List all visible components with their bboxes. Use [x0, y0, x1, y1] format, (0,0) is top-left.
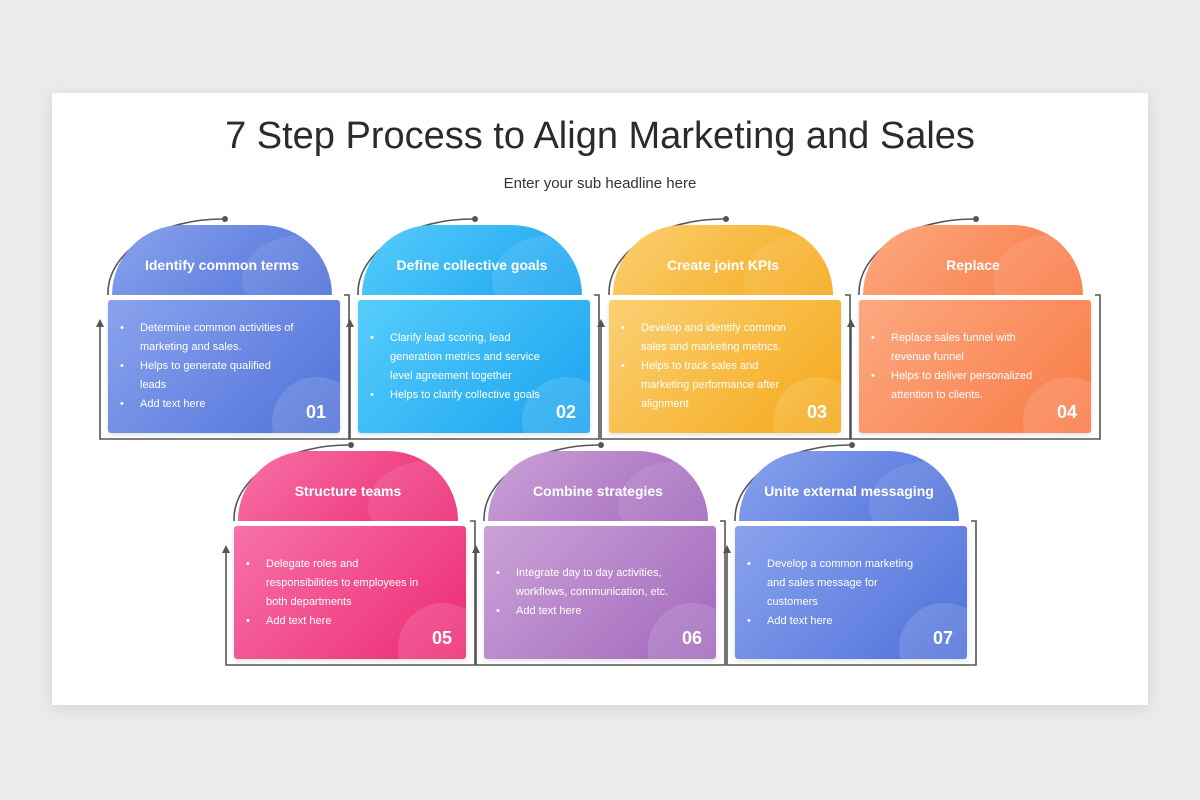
- page-title: 7 Step Process to Align Marketing and Sa…: [225, 115, 975, 157]
- step-bullet: Helps to generate qualified leads: [120, 357, 294, 395]
- step-title: Unite external messaging: [764, 482, 934, 499]
- step-bullet: Replace sales funnel with revenue funnel: [871, 329, 1045, 367]
- process-step-7: Unite external messagingDevelop a common…: [723, 439, 981, 689]
- step-dome: [362, 225, 582, 295]
- step-bullet: Delegate roles and responsibilities to e…: [246, 555, 420, 612]
- step-number: 01: [305, 402, 326, 422]
- step-bullet-list: Determine common activities of marketing…: [108, 300, 340, 433]
- process-step-1: Identify common termsDetermine common ac…: [96, 213, 354, 463]
- step-dome: [238, 451, 458, 521]
- step-bullet: Add text here: [246, 612, 420, 631]
- process-step-4: ReplaceReplace sales funnel with revenue…: [847, 213, 1105, 463]
- process-step-3: Create joint KPIsDevelop and identify co…: [597, 213, 855, 463]
- step-bullet: Add text here: [496, 602, 670, 621]
- step-bullet: Develop and identify common sales and ma…: [621, 319, 795, 357]
- step-card: Develop a common marketing and sales mes…: [735, 526, 967, 659]
- step-card: Clarify lead scoring, lead generation me…: [358, 300, 590, 433]
- step-number: 03: [806, 402, 827, 422]
- step-bullet: Helps to deliver personalized attention …: [871, 367, 1045, 405]
- step-dome: [488, 451, 708, 521]
- step-title: Replace: [946, 256, 1000, 273]
- step-card: Delegate roles and responsibilities to e…: [234, 526, 466, 659]
- step-bullet: Helps to clarify collective goals: [370, 386, 544, 405]
- step-bullet: Determine common activities of marketing…: [120, 319, 294, 357]
- step-bullet-list: Develop and identify common sales and ma…: [609, 300, 841, 433]
- page-subtitle: Enter your sub headline here: [503, 175, 697, 192]
- step-bullet: Develop a common marketing and sales mes…: [747, 555, 921, 612]
- step-title: Combine strategies: [533, 482, 663, 499]
- step-bullet-list: Integrate day to day activities, workflo…: [484, 526, 716, 659]
- step-card: Develop and identify common sales and ma…: [609, 300, 841, 433]
- step-bullet: Add text here: [120, 395, 294, 414]
- step-dome: [613, 225, 833, 295]
- process-step-5: Structure teamsDelegate roles and respon…: [222, 439, 480, 689]
- step-dome: [863, 225, 1083, 295]
- step-title: Create joint KPIs: [666, 256, 780, 273]
- process-step-6: Combine strategiesIntegrate day to day a…: [472, 439, 730, 689]
- step-title: Identify common terms: [144, 256, 300, 273]
- step-bullet-list: Replace sales funnel with revenue funnel…: [859, 300, 1091, 433]
- step-title: Define collective goals: [396, 256, 548, 273]
- step-bullet-list: Delegate roles and responsibilities to e…: [234, 526, 466, 659]
- step-dome: [112, 225, 332, 295]
- step-number: 07: [932, 628, 953, 648]
- step-bullet-list: Clarify lead scoring, lead generation me…: [358, 300, 590, 433]
- step-number: 04: [1056, 402, 1077, 422]
- step-card: Determine common activities of marketing…: [108, 300, 340, 433]
- process-step-2: Define collective goalsClarify lead scor…: [346, 213, 604, 463]
- step-number: 05: [431, 628, 452, 648]
- slide: 7 Step Process to Align Marketing and Sa…: [52, 93, 1148, 705]
- step-number: 02: [555, 402, 576, 422]
- step-bullet: Add text here: [747, 612, 921, 631]
- step-card: Replace sales funnel with revenue funnel…: [859, 300, 1091, 433]
- step-bullet-list: Develop a common marketing and sales mes…: [735, 526, 967, 659]
- step-title: Structure teams: [294, 482, 402, 499]
- step-card: Integrate day to day activities, workflo…: [484, 526, 716, 659]
- step-dome: [739, 451, 959, 521]
- step-bullet: Helps to track sales and marketing perfo…: [621, 357, 795, 414]
- step-bullet: Clarify lead scoring, lead generation me…: [370, 329, 544, 386]
- step-number: 06: [681, 628, 702, 648]
- step-bullet: Integrate day to day activities, workflo…: [496, 564, 670, 602]
